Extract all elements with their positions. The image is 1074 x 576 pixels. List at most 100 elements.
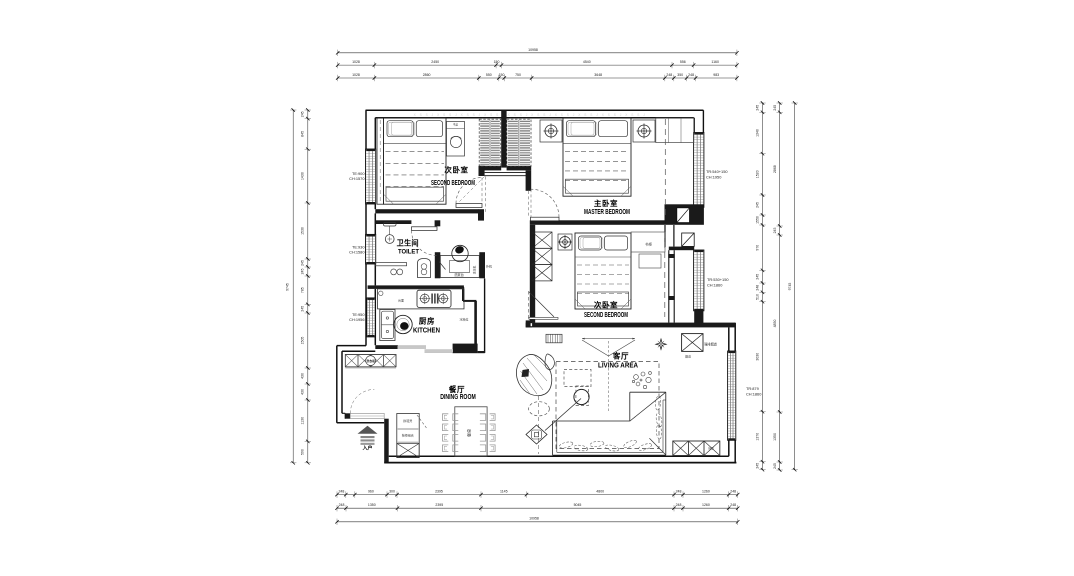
svg-text:TOILET: TOILET: [398, 249, 419, 256]
svg-text:2860: 2860: [423, 73, 431, 77]
svg-text:TR:540+150: TR:540+150: [706, 169, 728, 174]
svg-text:换鞋凳: 换鞋凳: [403, 418, 412, 423]
svg-text:强排烟道: 强排烟道: [704, 342, 718, 347]
svg-text:书桌: 书桌: [453, 123, 459, 127]
svg-text:248: 248: [688, 73, 694, 77]
svg-text:2868: 2868: [773, 165, 777, 173]
svg-text:556: 556: [680, 60, 686, 64]
svg-text:750: 750: [515, 73, 521, 77]
svg-text:1505: 1505: [301, 337, 305, 345]
svg-text:245: 245: [756, 202, 760, 208]
svg-text:248: 248: [338, 489, 344, 493]
svg-text:1350: 1350: [773, 433, 777, 441]
svg-text:CH:1956: CH:1956: [349, 317, 364, 322]
svg-text:248: 248: [339, 503, 345, 507]
svg-text:510: 510: [756, 294, 760, 300]
svg-text:餐厅: 餐厅: [448, 384, 465, 394]
svg-text:248: 248: [756, 285, 760, 291]
svg-text:洗衣机: 洗衣机: [367, 359, 376, 363]
svg-text:次卧室: 次卧室: [594, 300, 618, 310]
svg-text:CH:1860: CH:1860: [707, 283, 723, 288]
svg-text:150: 150: [494, 60, 500, 64]
svg-text:248: 248: [730, 503, 736, 507]
svg-text:430: 430: [301, 373, 305, 379]
svg-text:书柜: 书柜: [645, 242, 653, 247]
svg-text:CH:1860: CH:1860: [746, 392, 762, 397]
svg-text:10958: 10958: [529, 517, 539, 521]
svg-text:3030: 3030: [756, 353, 760, 361]
svg-text:550: 550: [486, 73, 492, 77]
svg-text:1028: 1028: [352, 73, 360, 77]
svg-text:TR:879: TR:879: [746, 386, 759, 391]
svg-text:X S S J X S S J X S S J X S S: X S S J X S S J X S S J X S S J X S S J …: [414, 113, 647, 117]
svg-text:1260: 1260: [702, 489, 710, 493]
svg-text:10958: 10958: [528, 48, 538, 52]
svg-text:1370: 1370: [756, 433, 760, 441]
svg-text:5045: 5045: [574, 503, 582, 507]
svg-text:4540: 4540: [583, 60, 591, 64]
svg-text:245: 245: [756, 274, 760, 280]
svg-text:SECOND BEDROOM: SECOND BEDROOM: [431, 180, 475, 187]
svg-text:1028: 1028: [352, 60, 360, 64]
svg-text:983: 983: [713, 73, 719, 77]
svg-text:245: 245: [773, 105, 777, 111]
svg-text:3648: 3648: [594, 73, 602, 77]
svg-text:冰箱位: 冰箱位: [459, 317, 468, 322]
svg-text:9745: 9745: [788, 283, 792, 291]
svg-text:4800: 4800: [596, 489, 604, 493]
svg-text:1145: 1145: [500, 489, 508, 493]
svg-text:次卧室: 次卧室: [444, 165, 468, 175]
svg-text:TE:900: TE:900: [352, 171, 365, 176]
svg-text:餐桌: 餐桌: [466, 429, 472, 437]
svg-text:TE:930: TE:930: [352, 245, 365, 250]
svg-text:245: 245: [756, 463, 760, 469]
svg-text:1530: 1530: [301, 227, 305, 235]
svg-text:1160: 1160: [711, 60, 719, 64]
svg-text:1520: 1520: [756, 170, 760, 178]
svg-text:卫生间: 卫生间: [397, 239, 419, 248]
svg-text:外机: 外机: [486, 264, 492, 269]
svg-text:LIVING AREA: LIVING AREA: [598, 363, 638, 370]
svg-text:客厅: 客厅: [612, 351, 629, 361]
svg-text:2395: 2395: [435, 503, 443, 507]
svg-text:TE:950: TE:950: [352, 312, 365, 317]
svg-text:1350: 1350: [368, 503, 376, 507]
svg-text:2395: 2395: [435, 489, 443, 493]
svg-text:洗衣机: 洗衣机: [473, 266, 477, 275]
svg-text:1430: 1430: [301, 172, 305, 180]
svg-text:245: 245: [301, 306, 305, 312]
svg-text:245: 245: [301, 111, 305, 117]
svg-text:鞋柜组合: 鞋柜组合: [402, 433, 414, 438]
svg-text:245: 245: [301, 269, 305, 275]
svg-text:960: 960: [368, 489, 374, 493]
svg-text:台面: 台面: [398, 298, 404, 303]
svg-text:1340: 1340: [756, 129, 760, 137]
svg-text:1550: 1550: [756, 216, 760, 224]
svg-text:KITCHEN: KITCHEN: [413, 328, 440, 335]
svg-text:DINING ROOM: DINING ROOM: [440, 394, 476, 401]
svg-text:SECOND BEDROOM: SECOND BEDROOM: [584, 312, 628, 319]
svg-text:鞋柜: 鞋柜: [708, 447, 714, 451]
svg-text:9745: 9745: [286, 283, 290, 291]
svg-text:入户: 入户: [362, 445, 372, 452]
svg-text:245: 245: [756, 105, 760, 111]
svg-text:248: 248: [676, 503, 682, 507]
svg-text:590: 590: [301, 449, 305, 455]
svg-text:MASTER BEDROOM: MASTER BEDROOM: [584, 209, 630, 216]
svg-text:烟道: 烟道: [685, 354, 691, 359]
svg-text:4850: 4850: [773, 320, 777, 328]
svg-text:TR:530+150: TR:530+150: [707, 277, 729, 282]
svg-text:主卧室: 主卧室: [594, 198, 618, 208]
svg-text:845: 845: [301, 131, 305, 137]
svg-text:970: 970: [756, 245, 760, 251]
svg-text:785: 785: [301, 287, 305, 293]
svg-text:248: 248: [666, 73, 672, 77]
svg-text:2450: 2450: [431, 60, 439, 64]
svg-text:CH:1580: CH:1580: [349, 250, 365, 255]
svg-text:245: 245: [773, 228, 777, 234]
svg-text:CH:1950: CH:1950: [706, 175, 722, 180]
svg-text:430: 430: [301, 389, 305, 395]
svg-text:洗漱台: 洗漱台: [454, 272, 464, 277]
svg-text:1260: 1260: [702, 503, 710, 507]
svg-text:厨房: 厨房: [419, 316, 435, 326]
